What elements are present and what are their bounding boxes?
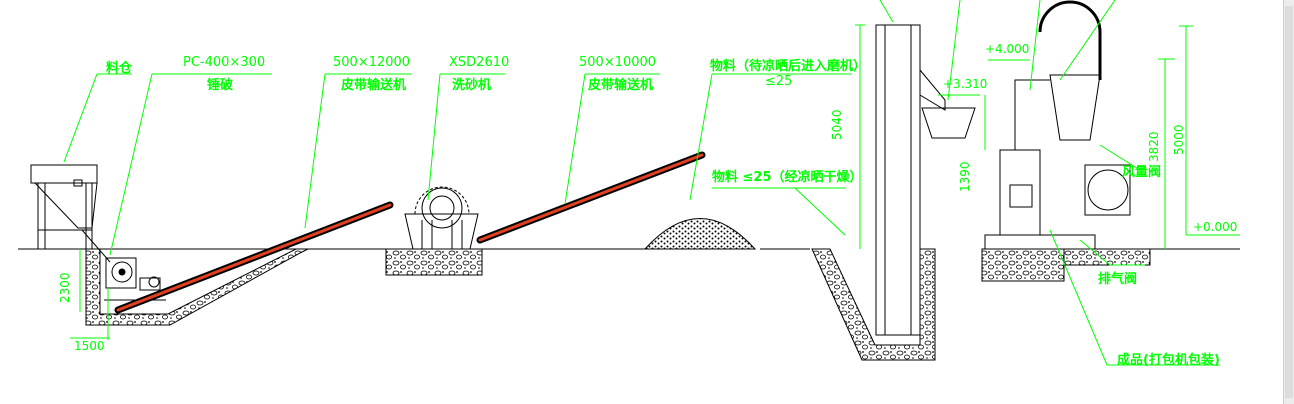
raymond-mill — [921, 0, 1151, 282]
dim-elev-3310: +3.310 — [943, 77, 988, 91]
label-washer-name: 洗砂机 — [452, 78, 492, 93]
dim-elev-4000: +4.000 — [985, 42, 1030, 56]
dim-5040: 5040 — [830, 109, 844, 140]
label-fan: 风量阀 — [1122, 165, 1162, 180]
label-washer-model: XSD2610 — [449, 55, 510, 70]
label-product: 成品(打包机包装) — [1117, 353, 1220, 368]
dim-2300: 2300 — [58, 272, 72, 303]
elevator-pit-foundation — [811, 248, 936, 361]
dim-elev-0000: +0.000 — [1193, 220, 1238, 234]
label-exhaust-valve: 排气阀 — [1098, 272, 1138, 287]
label-material-top-size: ≤25 — [765, 74, 793, 89]
sand-washer — [385, 186, 483, 276]
label-material-top: 物料（待凉晒后进入磨机） — [710, 59, 867, 74]
feed-bin — [30, 164, 111, 263]
label-conveyor2-name: 皮带输送机 — [588, 78, 654, 93]
dim-3820: 3820 — [1147, 131, 1161, 162]
label-conveyor2-spec: 500×10000 — [579, 55, 657, 70]
dim-1390: 1390 — [958, 161, 972, 192]
belt-conveyor-2 — [476, 151, 706, 244]
crusher-pit-foundation — [85, 248, 309, 326]
label-crusher-model: PC-400×300 — [183, 55, 266, 70]
scrollbar-thumb[interactable] — [1285, 6, 1293, 398]
bucket-elevator — [875, 24, 946, 336]
belt-conveyor-1 — [114, 201, 394, 314]
label-conveyor1-spec: 500×12000 — [333, 55, 411, 70]
material-pile — [643, 218, 757, 250]
leader-lines — [63, 0, 1240, 366]
label-conveyor1-name: 皮带输送机 — [341, 78, 407, 93]
label-crusher-name: 锤破 — [207, 78, 234, 93]
dim-5000: 5000 — [1172, 124, 1186, 155]
dim-1500: 1500 — [74, 339, 105, 353]
label-bin: 料仓 — [106, 61, 133, 76]
vertical-scrollbar[interactable] — [1283, 0, 1294, 404]
label-material-dried: 物料 ≤25（经凉晒干燥） — [712, 170, 863, 185]
